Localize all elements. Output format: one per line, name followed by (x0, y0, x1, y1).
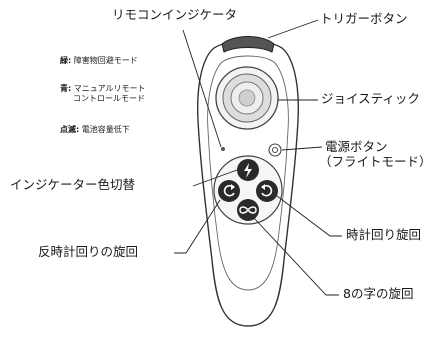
trigger-button[interactable] (221, 36, 275, 53)
bolt-icon (244, 163, 252, 178)
remote-face (207, 55, 289, 291)
legend-blink-key: 点滅: (60, 125, 80, 134)
legend-blue-text-1: マニュアルリモート (73, 84, 146, 93)
led-indicator (221, 147, 225, 151)
rotate-cw-label: 時計回り旋回 (346, 227, 422, 242)
figure-eight-button[interactable] (237, 199, 259, 221)
rotate-ccw-icon (223, 184, 235, 197)
legend-green-text: 障害物回避モード (73, 56, 138, 65)
leader-lines (174, 19, 342, 296)
leader-color-switch (192, 169, 238, 187)
rotate-ccw-button[interactable] (218, 180, 240, 202)
legend-blue-text-2: コントロールモード (73, 94, 145, 104)
infinity-icon (239, 206, 257, 214)
legend-blue: 青: マニュアルリモート コントロールモード (60, 84, 146, 105)
power-button-label-2: （フライトモード） (319, 154, 432, 169)
leader-ccw (174, 199, 221, 254)
leader-cw (276, 195, 342, 237)
legend-blink-text: 電池容量低下 (81, 125, 130, 134)
leader-trigger (267, 19, 319, 39)
joystick-label: ジョイスティック (321, 91, 420, 106)
leader-led (182, 29, 222, 148)
joystick[interactable] (215, 66, 279, 130)
legend-blink: 点滅: 電池容量低下 (60, 125, 130, 135)
rotate-ccw-label: 反時計回りの旋回 (38, 244, 139, 259)
indicator-color-button[interactable] (237, 159, 259, 181)
rotate-cw-icon (261, 184, 273, 197)
figure-eight-label: 8の字の旋回 (343, 286, 414, 301)
button-cluster-ring (213, 155, 283, 225)
power-button[interactable] (268, 143, 282, 157)
trigger-button-label: トリガーボタン (320, 11, 408, 26)
indicator-color-switch-label: インジケーター色切替 (10, 177, 136, 192)
legend-blue-key: 青: (60, 84, 72, 93)
rotate-cw-button[interactable] (256, 180, 278, 202)
leader-figure8 (253, 217, 339, 296)
legend-green-key: 緑: (60, 56, 72, 65)
legend-green: 緑: 障害物回避モード (60, 56, 138, 66)
power-button-label-1: 電源ボタン (325, 139, 388, 154)
led-indicator-label: リモコンインジケータ (112, 7, 238, 22)
leader-power (281, 146, 323, 151)
